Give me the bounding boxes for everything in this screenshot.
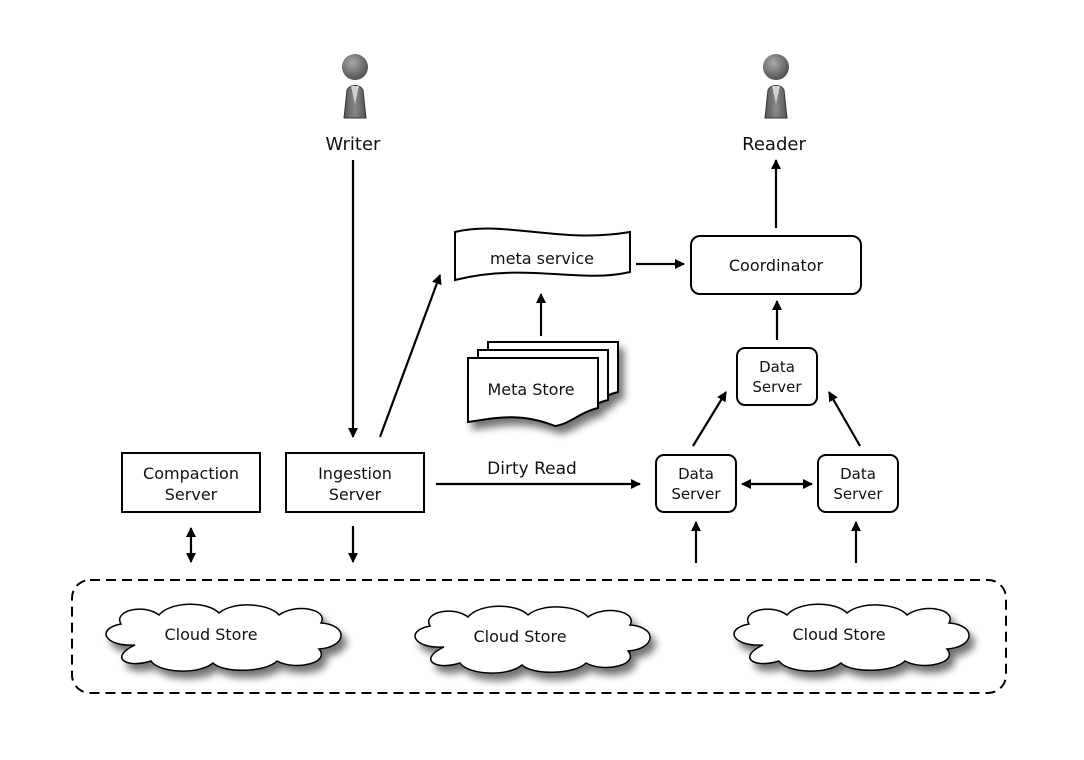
ingestion-server-node: Ingestion Server [285, 452, 425, 513]
cloud-store-2: Cloud Store [414, 605, 651, 674]
ingestion-server-label-line1: Ingestion [318, 464, 392, 483]
cloud-storage-container [71, 579, 1007, 694]
cloud-store-1-label: Cloud Store [164, 625, 257, 644]
writer-icon [342, 54, 368, 119]
data-server-right-node: Data Server [817, 454, 899, 513]
reader-label: Reader [742, 134, 806, 155]
compaction-server-label-line2: Server [165, 485, 218, 504]
data-server-right-label-line1: Data [840, 465, 876, 483]
edge-data-server-right-to-top [828, 391, 861, 447]
meta-service-label: meta service [490, 249, 594, 268]
meta-store-node [467, 341, 619, 428]
compaction-server-node: Compaction Server [121, 452, 261, 513]
data-server-top-label-line2: Server [752, 378, 802, 396]
cloud-store-1: Cloud Store [105, 603, 342, 672]
cloud-store-3: Cloud Store [733, 603, 970, 672]
coordinator-node: Coordinator [690, 235, 862, 295]
compaction-server-label-line1: Compaction [143, 464, 239, 483]
coordinator-label: Coordinator [729, 256, 824, 275]
reader-icon [763, 54, 789, 119]
meta-store-label: Meta Store [487, 380, 574, 399]
data-server-right-label-line2: Server [833, 485, 883, 503]
data-server-top-label-line1: Data [759, 358, 795, 376]
data-server-left-label-line2: Server [671, 485, 721, 503]
edge-ingestion-to-meta-service [378, 274, 442, 438]
ingestion-server-label-line2: Server [329, 485, 382, 504]
dirty-read-label: Dirty Read [487, 459, 577, 479]
data-server-left-node: Data Server [655, 454, 737, 513]
data-server-left-label-line1: Data [678, 465, 714, 483]
cloud-store-2-label: Cloud Store [473, 627, 566, 646]
meta-service-node: meta service [454, 227, 631, 282]
cloud-store-3-label: Cloud Store [792, 625, 885, 644]
writer-label: Writer [326, 134, 382, 155]
data-server-top-node: Data Server [736, 347, 818, 406]
edge-data-server-left-to-top [692, 391, 727, 447]
